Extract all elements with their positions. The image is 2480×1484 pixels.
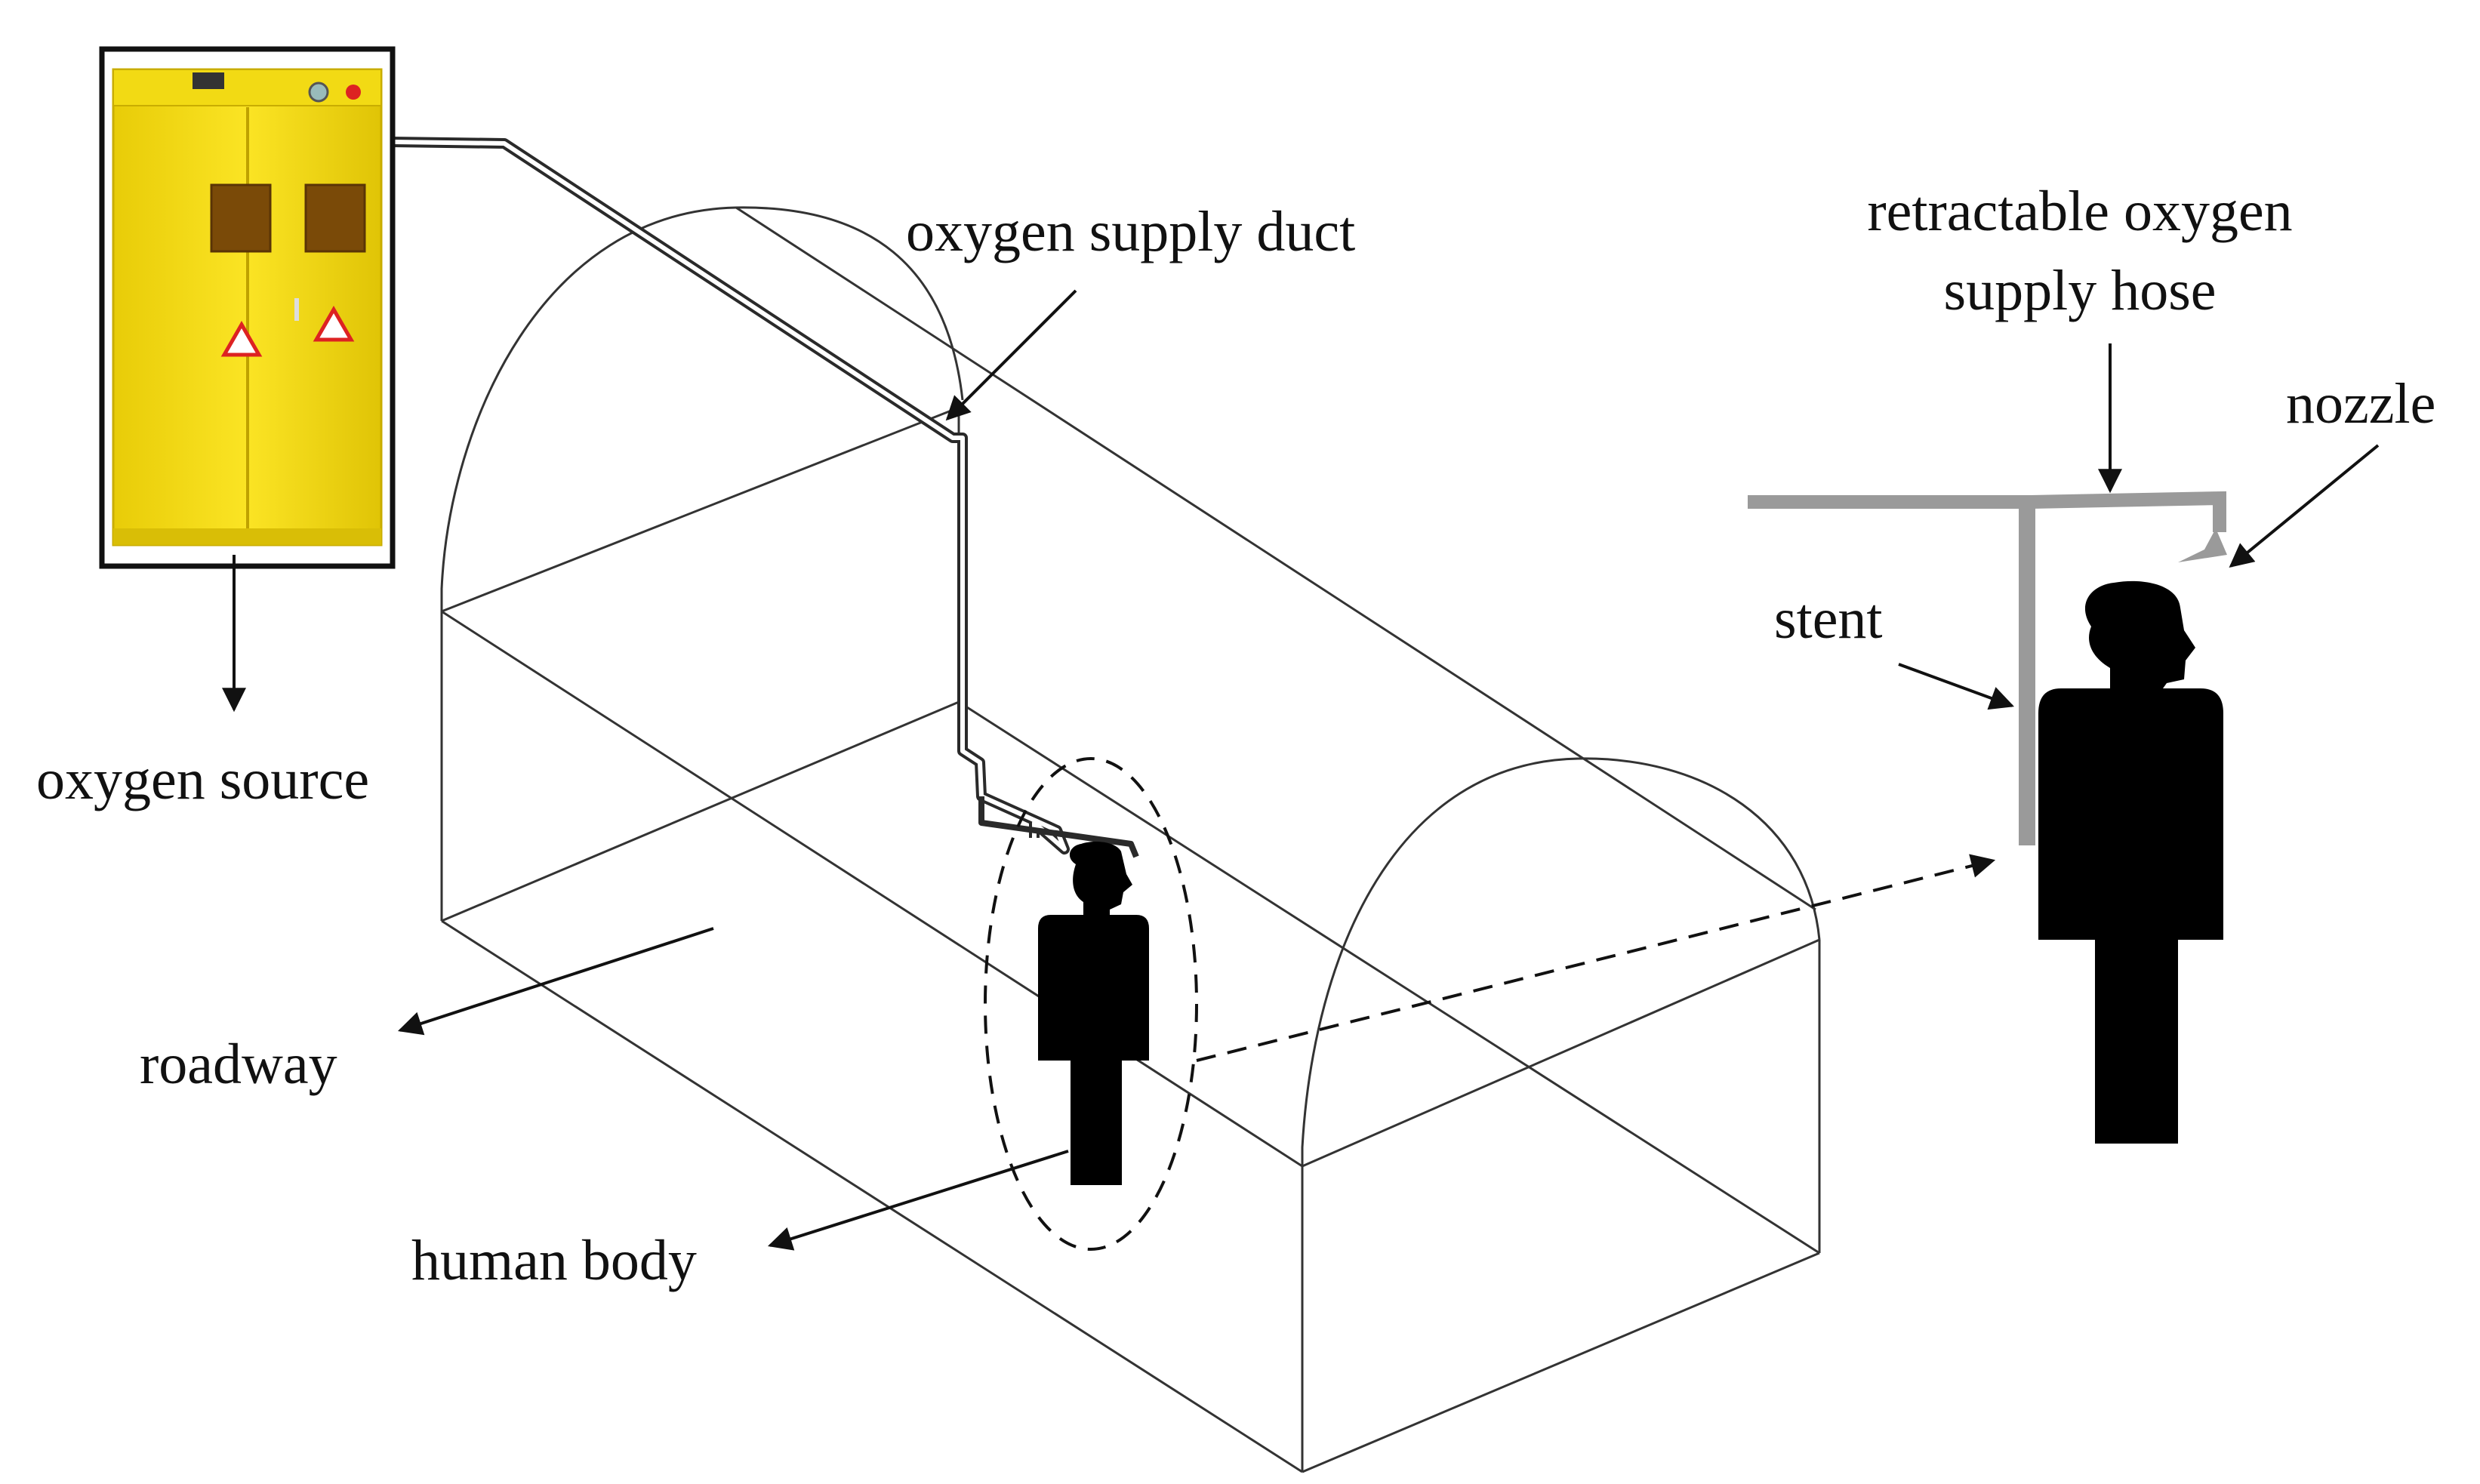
label-roadway: roadway [140,1033,337,1096]
arrow-human-body [767,1150,1069,1251]
retractable-oxygen-supply-hose [1748,491,2226,845]
label-stent: stent [1774,587,1883,651]
tunnel-front-spring-line [1302,938,1820,1168]
cabinet-window-right [304,183,366,253]
oxygen-supply-duct [392,137,1139,858]
arrow-dashed-detail [1196,854,1996,1062]
nozzle-tip [2178,528,2227,562]
person-silhouette-icon [1038,842,1149,1185]
label-oxygen-supply-duct: oxygen supply duct [906,200,1355,263]
human-body-small [984,757,1198,1251]
enlarged-detail [1748,491,2227,1144]
tunnel-back-floor-edge [441,700,960,922]
tunnel-ridge [735,206,1816,911]
tunnel-side-top-edge [441,610,1303,1168]
arrow-nozzle [2229,444,2380,568]
cabinet-stop-button [346,85,361,100]
arrow-oxygen-supply-duct [945,289,1077,421]
label-nozzle: nozzle [2286,372,2435,436]
roadway-tunnel [440,206,1821,1473]
tunnel-back-arch [440,206,964,611]
human-body-highlight-ellipse [984,757,1198,1251]
cabinet-window-left [210,183,272,253]
arrow-stent [1898,663,2015,710]
warning-triangle-icon [313,305,355,342]
labels: oxygen supply duct retractable oxygen su… [36,180,2435,1292]
tunnel-front-arch [1301,757,1821,1166]
label-retractable-hose-line1: retractable oxygen [1867,180,2292,243]
arrow-roadway [397,927,714,1036]
cabinet-gauge [308,82,329,103]
tunnel-side-bottom-edge [441,919,1303,1473]
tunnel-floor-far-edge [958,700,1820,1255]
cabinet-warning-plate [193,72,224,89]
label-human-body: human body [411,1229,697,1292]
label-retractable-hose-line2: supply hose [1944,259,2217,322]
oxygen-source-cabinet [99,46,396,569]
tunnel-front-floor-edge [1302,1252,1820,1473]
label-oxygen-source: oxygen source [36,748,369,811]
arrows [222,289,2380,1251]
warning-triangle-icon [220,320,263,357]
person-silhouette-large-icon [2038,580,2223,1144]
tunnel-back-spring-line [441,406,960,613]
